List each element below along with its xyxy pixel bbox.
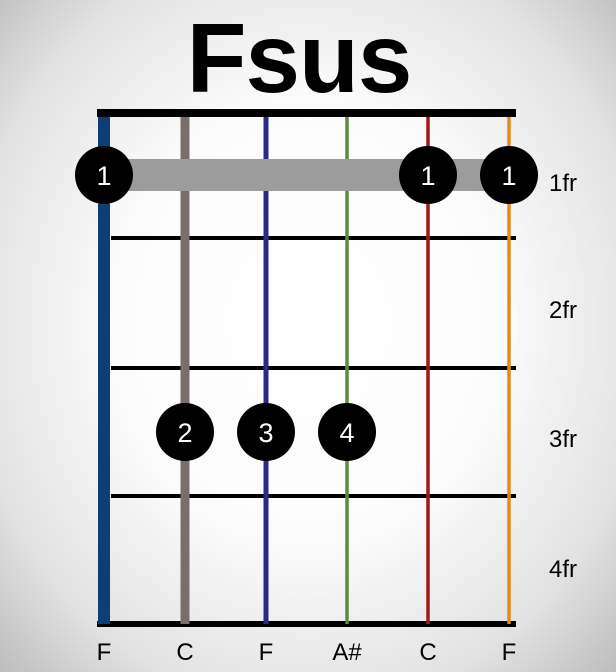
finger-number: 1 xyxy=(420,161,435,191)
finger-number: 1 xyxy=(501,161,516,191)
fret-label: 4fr xyxy=(549,556,577,583)
string-1 xyxy=(98,117,110,624)
chord-title: Fsus xyxy=(186,3,413,113)
fret-label: 2fr xyxy=(549,297,577,324)
fret-line xyxy=(111,494,516,498)
string-4 xyxy=(345,117,349,624)
fret-label: 1fr xyxy=(549,170,577,197)
string-2 xyxy=(180,117,190,624)
string-note-label: C xyxy=(419,639,436,666)
finger-dot xyxy=(237,403,295,461)
string-6 xyxy=(507,117,511,624)
finger-number: 1 xyxy=(96,161,111,191)
finger-dot xyxy=(318,403,376,461)
string-3 xyxy=(263,117,269,624)
finger-number: 3 xyxy=(258,418,273,448)
finger-number: 4 xyxy=(339,418,354,448)
string-note-label: A# xyxy=(332,639,362,666)
finger-number: 2 xyxy=(177,418,192,448)
finger-dot xyxy=(75,146,133,204)
fret-label: 3fr xyxy=(549,426,577,453)
finger-dot xyxy=(399,146,457,204)
string-note-label: F xyxy=(259,639,274,666)
string-note-label: F xyxy=(502,639,517,666)
nut xyxy=(97,109,516,117)
fret-line xyxy=(111,366,516,370)
string-note-label: C xyxy=(176,639,193,666)
string-note-label: F xyxy=(97,639,112,666)
finger-dot xyxy=(156,403,214,461)
string-5 xyxy=(426,117,430,624)
finger-dot xyxy=(480,146,538,204)
fret-line-bottom xyxy=(97,621,516,627)
fret-line xyxy=(111,236,516,240)
